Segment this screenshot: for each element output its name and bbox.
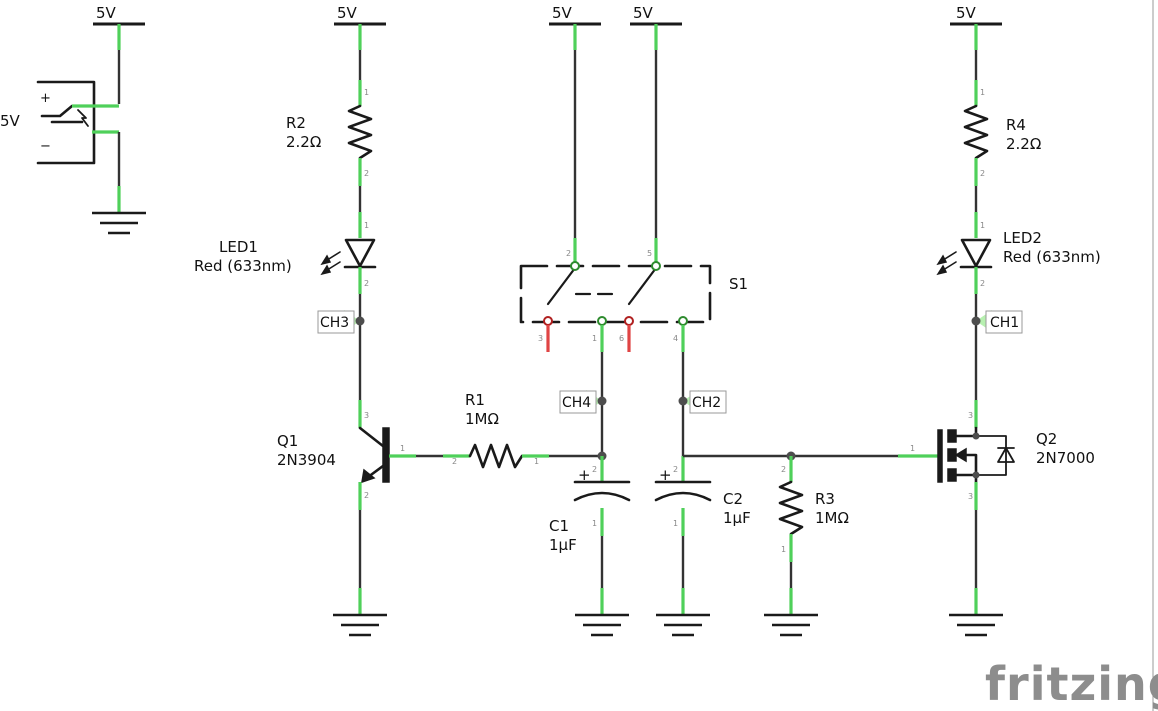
svg-text:2: 2 [364,491,369,500]
svg-text:2N7000: 2N7000 [1036,449,1095,467]
svg-text:S1: S1 [729,275,748,293]
svg-text:Q2: Q2 [1036,430,1057,448]
svg-text:1: 1 [400,444,405,453]
switch-s1: S1 [519,261,748,326]
svg-text:1: 1 [980,221,985,230]
svg-text:CH4: CH4 [562,395,591,411]
resistor-r2: R2 2.2Ω [286,104,373,160]
svg-text:5V: 5V [552,4,573,22]
svg-text:2.2Ω: 2.2Ω [286,133,321,151]
ground-q2 [949,613,1003,637]
svg-text:1: 1 [364,88,369,97]
svg-text:2: 2 [364,169,369,178]
svg-text:CH1: CH1 [990,315,1019,331]
fritzing-logo: fritzing [985,657,1158,711]
ground-c1 [575,613,629,637]
resistor-r3: R3 1MΩ [778,480,849,536]
svg-text:Red (633nm): Red (633nm) [1003,248,1101,266]
battery-5v: 5V + − [0,50,121,212]
probe-ch1: CH1 [971,310,1023,334]
ground-battery [92,211,146,235]
svg-text:1: 1 [910,444,915,453]
svg-text:3: 3 [968,492,973,501]
svg-text:4: 4 [673,334,678,343]
svg-text:Red (633nm): Red (633nm) [194,257,292,275]
svg-text:1µF: 1µF [549,536,577,554]
svg-text:1: 1 [592,519,597,528]
svg-text:R2: R2 [286,114,306,132]
svg-text:5: 5 [647,249,652,258]
svg-text:1: 1 [364,221,369,230]
svg-text:LED1: LED1 [219,238,258,256]
svg-text:5V: 5V [633,4,654,22]
svg-text:1: 1 [592,334,597,343]
svg-text:2: 2 [673,465,678,474]
svg-text:1: 1 [781,545,786,554]
svg-text:2: 2 [980,169,985,178]
svg-text:2: 2 [781,465,786,474]
led-led2: LED2 Red (633nm) [936,229,1101,276]
svg-text:Q1: Q1 [277,432,298,450]
probe-ch3: CH3 [317,310,365,334]
svg-text:+: + [659,466,672,484]
capacitor-c2: + C2 1µF [654,466,751,527]
svg-text:LED2: LED2 [1003,229,1042,247]
svg-text:1: 1 [534,457,539,466]
ground-c2 [656,613,710,637]
rail-battery: 5V [93,4,145,50]
svg-text:CH2: CH2 [692,395,721,411]
svg-text:3: 3 [538,334,543,343]
ground-r3 [764,613,818,637]
svg-text:1MΩ: 1MΩ [815,509,849,527]
svg-text:2: 2 [980,279,985,288]
transistor-q1: Q1 2N3904 [277,426,390,484]
svg-text:3: 3 [364,411,369,420]
rail-s1-pin5: 5V [630,4,682,50]
svg-text:5V: 5V [0,112,21,130]
rail-s1-pin2: 5V [549,4,601,50]
svg-text:R3: R3 [815,490,835,508]
svg-text:+: + [40,91,51,106]
probe-ch2: CH2 [678,390,727,414]
svg-text:+: + [578,466,591,484]
svg-text:−: − [40,139,51,154]
resistor-r1: R1 1MΩ [465,391,524,469]
svg-text:C1: C1 [549,517,569,535]
svg-text:5V: 5V [956,4,977,22]
rail-r4: 5V [950,4,1002,50]
capacitor-c1: + C1 1µF [549,466,631,554]
svg-text:1MΩ: 1MΩ [465,410,499,428]
svg-text:2.2Ω: 2.2Ω [1006,135,1041,153]
svg-text:5V: 5V [96,4,117,22]
mosfet-q2: Q2 2N7000 [937,426,1095,484]
svg-text:C2: C2 [723,490,743,508]
probe-ch4: CH4 [559,390,607,414]
svg-text:5V: 5V [337,4,358,22]
svg-text:CH3: CH3 [320,315,349,331]
rail-r2: 5V [334,4,386,50]
ground-q1 [333,613,387,637]
svg-text:R1: R1 [465,391,485,409]
svg-text:1: 1 [980,88,985,97]
led-led1: LED1 Red (633nm) [194,238,377,276]
svg-text:2: 2 [592,465,597,474]
svg-text:1µF: 1µF [723,509,751,527]
svg-text:1: 1 [673,519,678,528]
svg-text:3: 3 [968,411,973,420]
svg-text:2N3904: 2N3904 [277,451,336,469]
resistor-r4: R4 2.2Ω [963,104,1041,160]
svg-text:2: 2 [566,249,571,258]
svg-text:2: 2 [364,279,369,288]
svg-text:2: 2 [452,457,457,466]
svg-text:6: 6 [619,334,624,343]
svg-text:R4: R4 [1006,116,1026,134]
